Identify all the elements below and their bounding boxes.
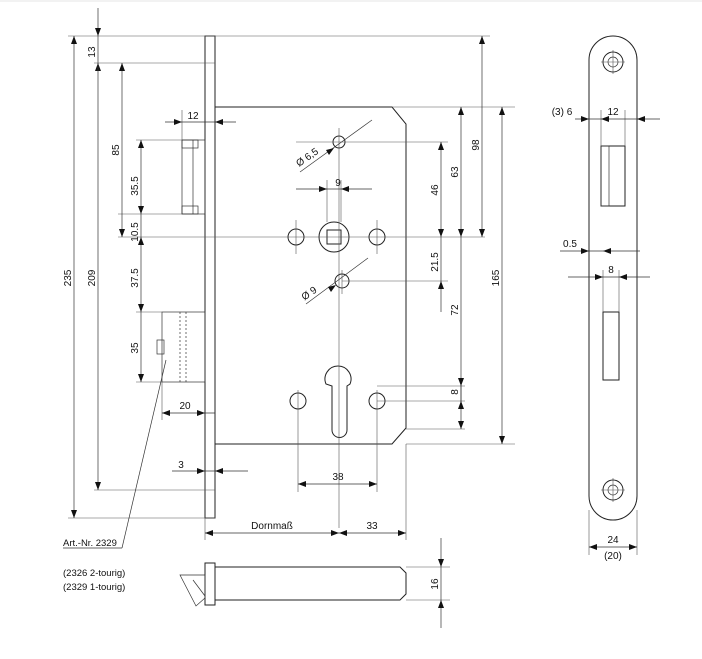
right-dimensions: 46 21.5 63 72 8 98 165 (392, 36, 515, 445)
art-nr-label: Art.-Nr. 2329 (63, 538, 117, 549)
side-dim-0-5: 0.5 (563, 239, 577, 250)
dim-35: 35 (130, 342, 141, 354)
dim-72: 72 (450, 304, 461, 316)
dim-3: 3 (178, 460, 184, 471)
dim-33: 33 (366, 521, 378, 532)
dim-85: 85 (111, 144, 122, 156)
dim-16: 16 (430, 578, 441, 590)
dim-12: 12 (187, 111, 199, 122)
side-dim-24: 24 (607, 535, 619, 546)
dim-235: 235 (63, 269, 74, 286)
dim-37-5: 37.5 (130, 268, 141, 288)
dim-8: 8 (450, 389, 461, 395)
dim-20: 20 (179, 401, 191, 412)
side-dim-12: 12 (607, 107, 619, 118)
dim-10-5: 10.5 (130, 222, 141, 242)
side-dim-8: 8 (608, 265, 614, 276)
dim-98: 98 (471, 139, 482, 151)
latch-opening (600, 145, 626, 207)
variant-2-tourig: (2326 2-tourig) (63, 568, 125, 579)
bolt-plan (179, 574, 206, 607)
side-faceplate-view: (3) 6 12 0.5 8 24 (20) (552, 35, 660, 562)
dead-bolt (161, 311, 206, 383)
cylinder-cutout (324, 365, 352, 438)
dim-9: 9 (335, 178, 341, 189)
latch-top (181, 139, 199, 149)
latch-bolt (181, 139, 206, 215)
left-dimensions: 13 235 209 85 35.5 10.5 37.5 35 (63, 8, 490, 519)
dim-21-5: 21.5 (430, 252, 441, 272)
faceplate (204, 35, 216, 519)
center-dimensions: Ø 6,5 9 Ø 9 38 Dornmaß 33 (204, 119, 407, 540)
faceplate-side (588, 35, 638, 521)
dim-phi-9: Ø 9 (300, 285, 320, 304)
dim-38: 38 (332, 472, 344, 483)
variant-1-tourig: (2329 1-tourig) (63, 582, 125, 593)
case-plan (215, 566, 407, 601)
latch-bottom (181, 205, 199, 215)
side-dim-3-6: (3) 6 (552, 107, 573, 118)
faceplate-plan (204, 562, 216, 606)
side-dim-20: (20) (604, 551, 622, 562)
dim-46: 46 (430, 184, 441, 196)
dim-63: 63 (450, 166, 461, 178)
dim-13: 13 (87, 46, 98, 58)
dim-165: 165 (491, 269, 502, 286)
bolt-opening (602, 311, 620, 381)
lock-case (215, 106, 407, 445)
dim-209: 209 (87, 269, 98, 286)
notes: Art.-Nr. 2329 (2326 2-tourig) (2329 1-to… (63, 359, 167, 593)
latch-detail (600, 145, 610, 207)
dim-35-5: 35.5 (130, 176, 141, 196)
lock-front-view (156, 35, 485, 528)
dim-dornmass: Dornmaß (251, 521, 293, 532)
bottom-plan-view: 16 (179, 538, 450, 628)
bolt-pin (156, 339, 165, 355)
